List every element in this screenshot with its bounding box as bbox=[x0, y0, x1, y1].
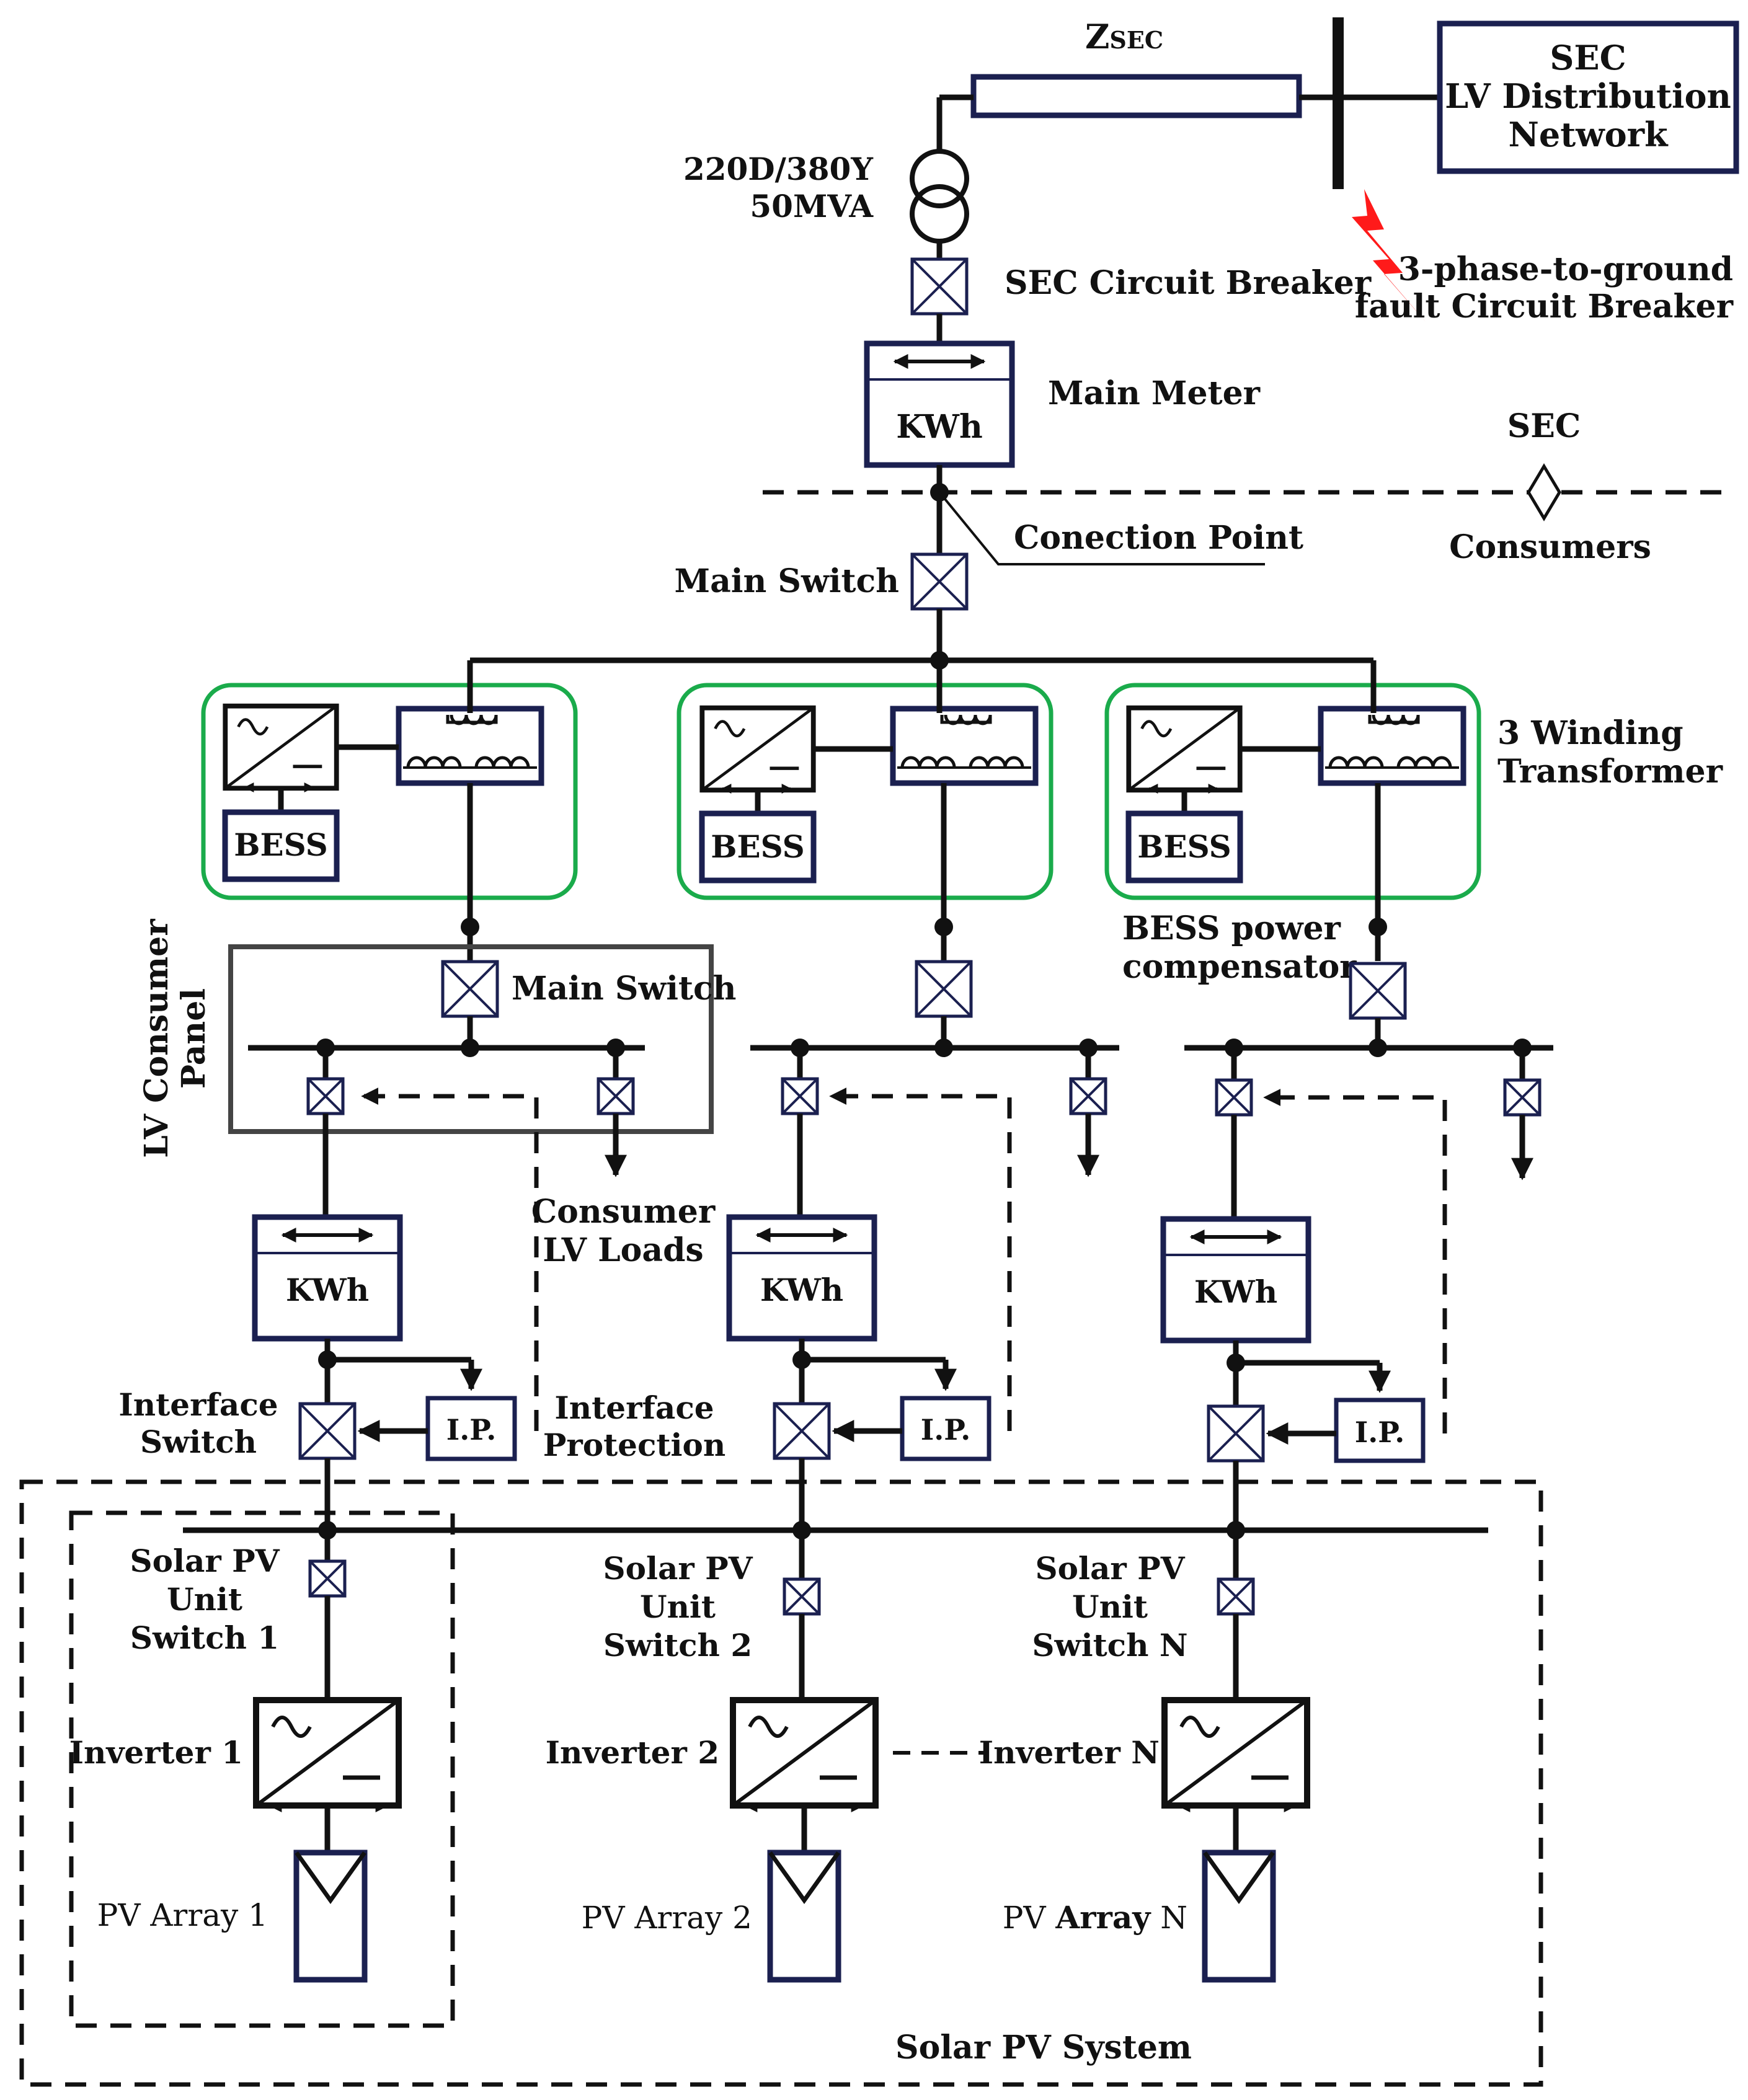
inverter-n-label: Inverter N bbox=[979, 1734, 1160, 1771]
lv-consumer-panel bbox=[228, 944, 714, 1134]
main-meter-label: Main Meter bbox=[1048, 374, 1261, 412]
pv-array-n-label: PV Array N bbox=[1003, 1899, 1187, 1936]
unit-3-switch-label-3: Switch N bbox=[1032, 1627, 1187, 1664]
unit-3-switch-label-1: Solar PV bbox=[1036, 1550, 1186, 1587]
load-branch-3 bbox=[1505, 1048, 1540, 1181]
panel-main-switch-3 bbox=[1351, 964, 1405, 1018]
connection-point-label: Conection Point bbox=[1014, 519, 1303, 557]
consumer-feeder-1 bbox=[255, 1048, 539, 1530]
ip-label-3: I.P. bbox=[1355, 1416, 1405, 1449]
bess-group-1 bbox=[201, 660, 578, 900]
zsec-label: ZSEC bbox=[1085, 17, 1163, 56]
consumer-feeder-2 bbox=[729, 1048, 1012, 1530]
consumer-feeder-3 bbox=[1163, 1048, 1447, 1530]
solar-system-label: Solar PV System bbox=[895, 2029, 1192, 2067]
boundary-diamond-icon bbox=[1527, 463, 1561, 521]
loads-label-2: LV Loads bbox=[543, 1231, 703, 1269]
bess-label-1: BESS bbox=[234, 826, 328, 863]
bess-label-3: BESS bbox=[1137, 828, 1231, 865]
bess-comp-label-2: compensator bbox=[1122, 948, 1357, 986]
bess-group-3 bbox=[1104, 660, 1481, 900]
main-meter bbox=[867, 343, 1012, 465]
transformer-label-2: 50MVA bbox=[750, 188, 874, 224]
sec-network-label-2: LV Distribution bbox=[1445, 76, 1731, 116]
sec-cb-label: SEC Circuit Breaker bbox=[1005, 264, 1372, 302]
unit-2-switch-label-3: Switch 2 bbox=[603, 1627, 752, 1664]
interface-prot-label-1: Interface bbox=[554, 1389, 714, 1426]
ip-label-2: I.P. bbox=[921, 1413, 971, 1447]
main-switch-label: Main Switch bbox=[675, 562, 899, 600]
sec-side-label: SEC bbox=[1507, 407, 1581, 445]
fault-lightning-icon bbox=[1352, 189, 1426, 322]
panel-bus-1 bbox=[248, 1039, 645, 1057]
solar-unit-2 bbox=[733, 1530, 876, 1983]
kwh-label-3: KWh bbox=[1194, 1274, 1277, 1310]
unit-1-switch-label-3: Switch 1 bbox=[130, 1619, 279, 1656]
panel-bus-2 bbox=[750, 1039, 1119, 1057]
panel-main-switch-label: Main Switch bbox=[512, 970, 736, 1008]
panel-bus-3 bbox=[1184, 1039, 1553, 1057]
pv-array-n-pre: PV bbox=[1003, 1900, 1056, 1936]
solar-unit-1 bbox=[256, 1530, 399, 1983]
bess-comp-label-1: BESS power bbox=[1122, 910, 1341, 947]
sec-circuit-breaker bbox=[912, 259, 967, 314]
bess-group-2 bbox=[677, 660, 1054, 900]
panel-main-switch-2 bbox=[916, 962, 971, 1016]
pv-array-n-post: N bbox=[1150, 1900, 1187, 1936]
loads-label-1: Consumer bbox=[531, 1193, 716, 1231]
winding-label-2: Transformer bbox=[1497, 753, 1723, 791]
load-branch-2 bbox=[1071, 1048, 1106, 1177]
sec-network-label-3: Network bbox=[1508, 115, 1669, 154]
panel-main-switch-1 bbox=[443, 962, 497, 1016]
pv-array-1-label: PV Array 1 bbox=[97, 1897, 268, 1933]
sec-network-box bbox=[1437, 20, 1739, 174]
unit-2-switch-label-1: Solar PV bbox=[603, 1550, 753, 1587]
solar-unit-3 bbox=[1165, 1530, 1307, 1983]
unit-1-switch-label-1: Solar PV bbox=[130, 1543, 280, 1579]
kwh-label-1: KWh bbox=[286, 1272, 369, 1308]
unit-3-switch-label-2: Unit bbox=[1072, 1588, 1148, 1625]
main-transformer-icon bbox=[910, 149, 969, 244]
ip-label-1: I.P. bbox=[446, 1413, 497, 1447]
interface-prot-label-2: Protection bbox=[543, 1427, 725, 1463]
inverter-1-label: Inverter 1 bbox=[69, 1734, 243, 1771]
fault-label-2: fault Circuit Breaker bbox=[1355, 288, 1734, 326]
pv-array-2-label: PV Array 2 bbox=[582, 1900, 752, 1936]
unit-2-switch-label-2: Unit bbox=[640, 1588, 716, 1625]
transformer-label-1: 220D/380Y bbox=[683, 151, 874, 187]
consumers-side-label: Consumers bbox=[1449, 528, 1651, 566]
lv-panel-label-1: LV Consumer bbox=[138, 919, 175, 1158]
sec-network-label-1: SEC bbox=[1550, 38, 1626, 78]
interface-switch-label-2: Switch bbox=[140, 1424, 257, 1460]
kwh-label-2: KWh bbox=[760, 1272, 843, 1308]
bess-label-2: BESS bbox=[711, 828, 805, 865]
zsec-impedance bbox=[970, 74, 1302, 118]
solar-unit-1-boundary bbox=[69, 1510, 455, 2028]
main-switch bbox=[912, 554, 967, 609]
winding-label-1: 3 Winding bbox=[1497, 714, 1684, 752]
main-meter-kwh: KWh bbox=[896, 408, 983, 446]
interface-switch-label-1: Interface bbox=[118, 1386, 278, 1423]
fault-label-1: 3-phase-to-ground bbox=[1398, 250, 1733, 288]
solar-pv-system-boundary bbox=[19, 1479, 1543, 2087]
load-branch-1 bbox=[598, 1048, 633, 1177]
pv-array-n-bold: Array bbox=[1055, 1899, 1151, 1936]
inverter-2-label: Inverter 2 bbox=[546, 1734, 719, 1771]
lv-panel-label-2: Panel bbox=[175, 988, 213, 1089]
unit-1-switch-label-2: Unit bbox=[167, 1581, 242, 1618]
